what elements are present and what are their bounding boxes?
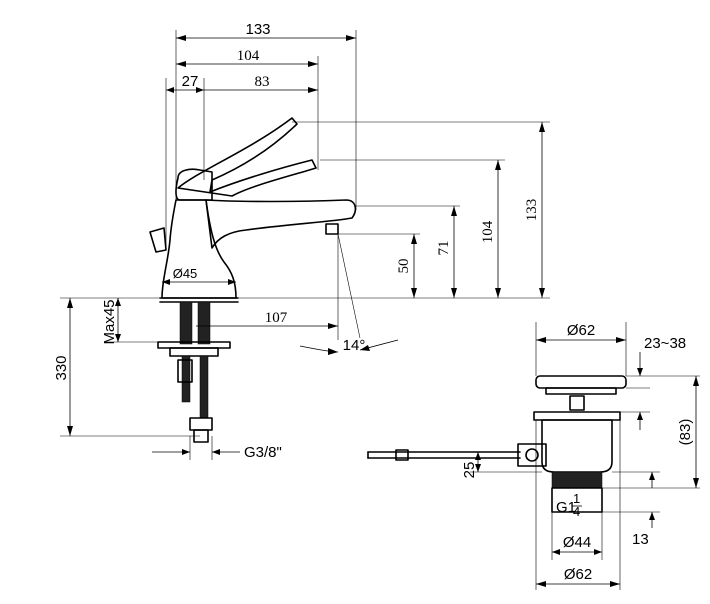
dim-hose-thread: G3/8" [152,436,282,461]
dim-label-waste-range: 23~38 [644,335,686,352]
hose-left-braid [179,301,193,345]
dim-label-right-71: 71 [436,241,452,256]
dim-label-waste-top-diameter: Ø62 [567,322,595,339]
dim-right-50: 50 [396,234,417,298]
dim-label-right-104: 104 [480,220,496,243]
hose-right-braid [197,301,211,345]
dim-waste-range: 23~38 [637,335,686,430]
dim-spout-reach: 107 [196,310,338,329]
faucet-drawing [149,117,357,443]
dim-label-top-133: 133 [245,21,270,38]
dim-top-83: 83 [204,74,318,93]
dim-label-waste-bottom-diameter: Ø62 [564,566,592,583]
dim-label-top-27: 27 [182,73,199,90]
dim-top-104: 104 [176,48,318,67]
dim-label-waste-thread-main: G1 [556,499,576,516]
dim-waste-thread: G1 1 4 [556,491,582,519]
dim-label-spout-angle: 14° [343,337,366,354]
dim-label-hose-length: 330 [53,355,70,380]
dim-label-hose-thread: G3/8" [244,444,282,461]
dim-label-right-133: 133 [524,199,540,222]
dim-right-133: 133 [524,122,545,298]
dim-label-max-deck: Max45 [101,299,118,344]
dim-label-waste-13: 13 [632,531,649,548]
dim-label-waste-height: (83) [677,419,694,446]
dim-spout-angle: 14° [299,337,399,355]
dim-waste-height: (83) [677,376,699,488]
dim-top-27: 27 [166,73,204,93]
dim-label-waste-thread-den: 4 [573,504,580,519]
aerator-shape [325,223,339,235]
dim-waste-13: 13 [632,472,655,548]
faucet-extension-lines [60,30,550,437]
dim-label-top-104: 104 [237,48,260,64]
waste-thread-hatch [551,471,603,489]
dim-hose-length: 330 [53,298,73,436]
dim-waste-top-diameter: Ø62 [536,322,626,343]
dim-label-waste-25: 25 [461,462,478,479]
waste-extension-lines [470,322,700,590]
dim-label-spout-reach: 107 [265,310,288,326]
waste-drawing [367,375,627,513]
dim-waste-d44: Ø44 [552,534,602,555]
dim-label-waste-thread-num: 1 [573,491,580,506]
dim-waste-25: 25 [461,452,481,478]
dim-label-right-50: 50 [396,259,412,274]
dim-waste-bottom-diameter: Ø62 [536,566,620,587]
dim-label-top-83: 83 [255,74,270,90]
dim-label-waste-d44: Ø44 [563,534,591,551]
dim-base-diameter: Ø45 [162,266,236,285]
dim-right-71: 71 [436,206,457,298]
dim-label-base-diameter: Ø45 [173,266,198,281]
dim-right-104: 104 [480,160,501,298]
dim-top-133: 133 [176,21,356,41]
dim-max-deck: Max45 [101,298,121,345]
